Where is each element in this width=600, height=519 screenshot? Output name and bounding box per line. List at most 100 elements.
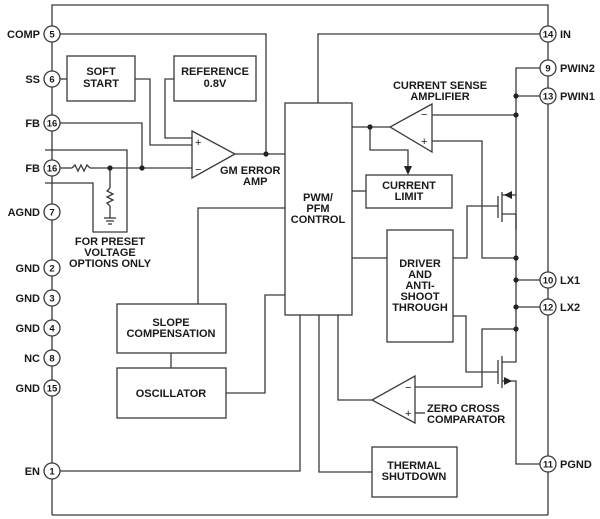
svg-text:ZERO CROSS: ZERO CROSS bbox=[427, 403, 500, 415]
pin-number: 14 bbox=[543, 30, 554, 41]
pin-number: 7 bbox=[49, 208, 54, 219]
svg-text:VOLTAGE: VOLTAGE bbox=[84, 247, 136, 259]
pin-gnd-2: 2 GND bbox=[16, 259, 61, 277]
svg-text:AND: AND bbox=[408, 269, 432, 281]
svg-text:0.8V: 0.8V bbox=[204, 78, 227, 90]
svg-text:−: − bbox=[421, 109, 427, 121]
soft-start-block: SOFT START bbox=[66, 55, 136, 102]
pin-pwin2-9: 9 PWIN2 bbox=[539, 59, 595, 77]
pin-label: SS bbox=[25, 74, 40, 86]
pin-gnd-3: 3 GND bbox=[16, 289, 61, 307]
left-pins: 5COMP6SS16FB16FB7AGND2GND3GND4GND8NC15GN… bbox=[7, 25, 61, 480]
svg-text:CONTROL: CONTROL bbox=[291, 214, 346, 226]
pin-label: GND bbox=[16, 323, 41, 335]
pin-en-1: 1 EN bbox=[25, 462, 61, 480]
pin-number: 12 bbox=[543, 303, 554, 314]
pin-nc-8: 8 NC bbox=[24, 349, 61, 367]
svg-text:CURRENT: CURRENT bbox=[382, 180, 436, 192]
pin-circle bbox=[43, 159, 61, 177]
svg-text:−: − bbox=[195, 164, 201, 176]
svg-text:SLOPE: SLOPE bbox=[152, 317, 189, 329]
pin-label: GND bbox=[16, 263, 41, 275]
pin-label: PGND bbox=[560, 459, 592, 471]
pin-circle bbox=[43, 462, 61, 480]
svg-text:OSCILLATOR: OSCILLATOR bbox=[136, 388, 207, 400]
pin-circle bbox=[43, 114, 61, 132]
thermal-shutdown-block: THERMAL SHUTDOWN bbox=[371, 446, 458, 498]
pin-label: PWIN2 bbox=[560, 63, 595, 75]
svg-text:THERMAL: THERMAL bbox=[387, 460, 441, 472]
pin-number: 11 bbox=[543, 460, 554, 471]
pin-number: 3 bbox=[49, 294, 54, 305]
zero-cross-comparator: − + ZERO CROSS COMPARATOR bbox=[370, 374, 505, 426]
svg-text:AMP: AMP bbox=[243, 176, 267, 188]
pin-in-14: 14 IN bbox=[539, 25, 571, 43]
pin-circle bbox=[43, 379, 61, 397]
pin-circle bbox=[43, 289, 61, 307]
pin-label: GND bbox=[16, 293, 41, 305]
pin-number: 16 bbox=[47, 164, 58, 175]
junction-dots bbox=[107, 93, 519, 332]
svg-text:GM ERROR: GM ERROR bbox=[220, 165, 281, 177]
svg-text:LIMIT: LIMIT bbox=[395, 191, 424, 203]
pin-label: AGND bbox=[8, 207, 40, 219]
svg-text:ANTI-: ANTI- bbox=[405, 280, 435, 292]
svg-text:REFERENCE: REFERENCE bbox=[181, 66, 249, 78]
pin-label: LX2 bbox=[560, 302, 580, 314]
pin-label: COMP bbox=[7, 29, 40, 41]
wires bbox=[45, 33, 540, 473]
svg-text:SHUTDOWN: SHUTDOWN bbox=[382, 471, 447, 483]
pin-circle bbox=[43, 203, 61, 221]
svg-text:DRIVER: DRIVER bbox=[399, 258, 441, 270]
svg-text:FOR PRESET: FOR PRESET bbox=[75, 236, 146, 248]
pin-agnd-7: 7 AGND bbox=[8, 203, 61, 221]
pin-number: 1 bbox=[49, 467, 55, 478]
svg-text:−: − bbox=[405, 382, 411, 394]
svg-text:COMPARATOR: COMPARATOR bbox=[427, 414, 505, 426]
pin-fb-16: 16 FB bbox=[25, 159, 61, 177]
svg-text:CURRENT SENSE: CURRENT SENSE bbox=[393, 80, 487, 92]
svg-text:SHOOT: SHOOT bbox=[400, 291, 439, 303]
preset-voltage-note: FOR PRESET VOLTAGE OPTIONS ONLY bbox=[69, 236, 152, 270]
pin-number: 9 bbox=[545, 64, 550, 75]
svg-text:START: START bbox=[83, 78, 119, 90]
pin-circle bbox=[539, 455, 557, 473]
driver-block: DRIVER AND ANTI- SHOOT THROUGH bbox=[386, 229, 454, 343]
oscillator-block: OSCILLATOR bbox=[116, 367, 227, 419]
slope-compensation-block: SLOPE COMPENSATION bbox=[116, 303, 227, 354]
pin-label: IN bbox=[560, 29, 571, 41]
svg-text:+: + bbox=[421, 136, 427, 148]
pin-label: FB bbox=[25, 163, 40, 175]
svg-text:PWM/: PWM/ bbox=[303, 192, 333, 204]
pin-number: 5 bbox=[49, 30, 55, 41]
svg-text:OPTIONS ONLY: OPTIONS ONLY bbox=[69, 258, 152, 270]
pin-circle bbox=[43, 319, 61, 337]
pin-circle bbox=[539, 271, 557, 289]
pin-circle bbox=[539, 298, 557, 316]
pin-circle bbox=[43, 349, 61, 367]
pin-gnd-4: 4 GND bbox=[16, 319, 61, 337]
pin-label: NC bbox=[24, 353, 40, 365]
pin-number: 2 bbox=[49, 264, 54, 275]
pin-number: 15 bbox=[47, 384, 58, 395]
pin-number: 4 bbox=[49, 324, 55, 335]
pin-number: 16 bbox=[47, 119, 58, 130]
pin-number: 8 bbox=[49, 354, 54, 365]
pin-circle bbox=[43, 25, 61, 43]
svg-text:+: + bbox=[195, 137, 201, 149]
current-sense-amplifier: − + CURRENT SENSE AMPLIFIER bbox=[388, 80, 487, 154]
svg-text:PFM: PFM bbox=[306, 203, 329, 215]
svg-text:COMPENSATION: COMPENSATION bbox=[126, 328, 215, 340]
pwm-control-block: PWM/ PFM CONTROL bbox=[284, 102, 353, 316]
pin-circle bbox=[539, 59, 557, 77]
svg-text:THROUGH: THROUGH bbox=[392, 302, 448, 314]
pin-circle bbox=[43, 259, 61, 277]
pin-label: EN bbox=[25, 466, 40, 478]
